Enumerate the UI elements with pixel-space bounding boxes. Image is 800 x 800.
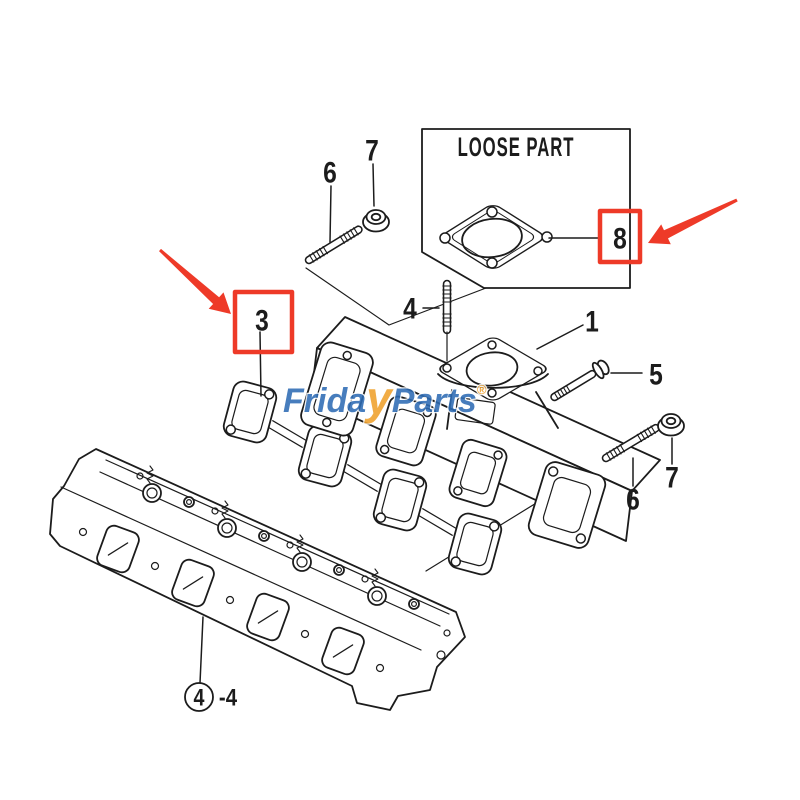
label-circle <box>184 682 214 712</box>
part-label-1: 1 <box>585 304 599 338</box>
gasket-straps <box>268 420 457 536</box>
loose-gasket-drawing <box>439 205 553 269</box>
cylinder-head-front-edge <box>60 486 422 651</box>
red-arrow-right <box>648 198 738 245</box>
watermark-registered-mark: ® <box>477 382 487 397</box>
manifold-inlet-flange <box>300 341 374 437</box>
head-end-hole <box>443 629 451 637</box>
watermark-accent: y <box>364 372 394 424</box>
manifold-flange-hole <box>487 340 497 350</box>
gasket-port <box>372 468 428 532</box>
exhaust-manifold-drawing <box>300 316 661 549</box>
manifold-flange-hole <box>442 363 452 373</box>
watermark-suffix: Parts <box>392 382 477 420</box>
loose-gasket-center-opening <box>461 217 523 259</box>
manifold-flange-hole <box>533 366 543 376</box>
stud-left-drawing <box>304 225 363 265</box>
head-reference-label: 4 -4 <box>184 682 238 712</box>
nut-left-drawing <box>362 209 390 233</box>
gasket-port <box>297 424 353 488</box>
part-label-5: 5 <box>649 357 663 391</box>
valve-spring-cluster <box>142 465 387 606</box>
part-label-7-left: 7 <box>365 133 379 167</box>
loose-gasket-bolt-hole <box>439 232 451 244</box>
loose-part-box-outline <box>421 128 631 289</box>
manifold-top-flange-opening <box>465 351 519 387</box>
loose-part-box-title: LOOSE PART <box>458 132 575 162</box>
manifold-gasket-drawing <box>222 380 503 576</box>
manifold-branch-flange <box>448 438 508 508</box>
loose-gasket-bolt-hole <box>486 206 498 218</box>
highlight-box-8 <box>597 208 643 265</box>
cylinder-head-drawing <box>49 448 466 711</box>
manifold-flange-hole <box>487 388 497 398</box>
leader-lines <box>199 163 673 684</box>
gasket-port <box>222 380 278 444</box>
part-label-8: 8 <box>613 221 627 255</box>
manifold-riser-window <box>454 397 496 425</box>
manifold-top-flange <box>437 337 549 401</box>
manifold-top-flange-thickness <box>437 373 549 389</box>
part-label-6-right: 6 <box>626 482 640 516</box>
alignment-line-upper <box>305 267 487 326</box>
part-label-4: 4 <box>403 291 417 325</box>
gasket-port <box>447 512 503 576</box>
highlight-box-3 <box>232 289 295 355</box>
part-label-head-ref: 4 <box>194 684 206 711</box>
loose-gasket-bolt-hole <box>486 257 498 269</box>
nut-right-drawing <box>657 413 685 437</box>
cylinder-head-body <box>49 448 466 711</box>
head-end-hole <box>436 650 446 660</box>
part-label-6-left: 6 <box>323 155 337 189</box>
manifold-riser <box>446 389 559 430</box>
loose-gasket-outer-edge <box>442 205 544 269</box>
loose-part-box: LOOSE PART <box>421 128 631 289</box>
part-label-3: 3 <box>255 303 269 337</box>
stud-top-drawing <box>442 279 452 335</box>
manifold-outlet-flange <box>527 461 607 549</box>
loose-gasket-bolt-hole <box>541 231 553 243</box>
stud-right-drawing <box>601 423 660 463</box>
part-label-head-suffix: -4 <box>219 684 238 711</box>
head-exhaust-ports <box>78 524 385 676</box>
red-arrow-left <box>159 248 231 314</box>
part-label-7-right: 7 <box>665 460 679 494</box>
manifold-branch-flange <box>375 395 437 467</box>
watermark: FridayParts® <box>283 372 487 424</box>
rocker-boss-circles <box>136 472 420 610</box>
flange-bolt-drawing <box>550 359 610 402</box>
watermark-prefix: Frida <box>283 382 366 420</box>
